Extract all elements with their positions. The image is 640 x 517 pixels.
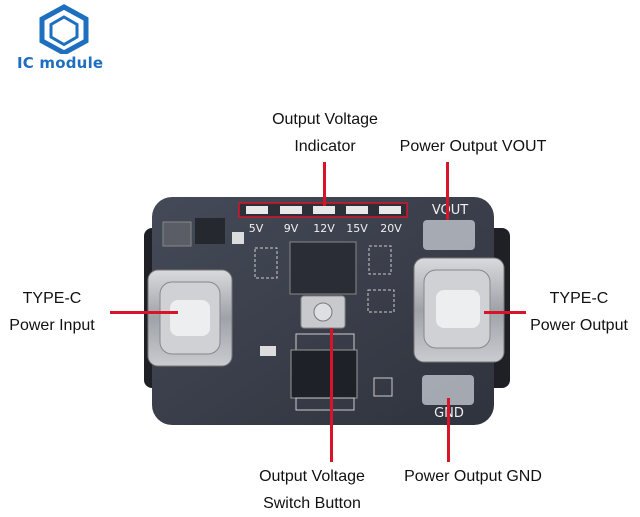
- led-label-15v: 15V: [346, 222, 368, 235]
- vout-silk-label: VOUT: [432, 203, 468, 218]
- callout-typec-output: TYPE-C Power Output: [520, 285, 638, 339]
- callout-line-2: Indicator: [294, 138, 356, 155]
- callout-line-1: Power Output GND: [404, 468, 542, 485]
- callout-line-2: Power Output: [530, 317, 628, 334]
- small-chip: [195, 218, 225, 244]
- smd-part-3: [373, 377, 393, 397]
- callout-typec-input: TYPE-C Power Input: [0, 285, 104, 339]
- inductor: [162, 221, 192, 247]
- led-label-20v: 20V: [380, 222, 402, 235]
- gnd-pad: [422, 375, 474, 405]
- callout-gnd: Power Output GND: [388, 463, 558, 490]
- brand-name: IC module: [17, 54, 104, 72]
- callout-line-2: Power Input: [9, 317, 95, 334]
- smd-group: [254, 247, 278, 279]
- smd-part: [232, 232, 244, 244]
- callout-line-vout: [446, 162, 449, 220]
- callout-line-1: TYPE-C: [22, 290, 82, 307]
- smd-part-2: [260, 346, 276, 356]
- led-label-9v: 9V: [284, 222, 299, 235]
- switch-button: [300, 295, 346, 329]
- smd-group-2: [368, 245, 392, 275]
- callout-line-button: [330, 328, 333, 462]
- callout-line-gnd: [447, 398, 450, 462]
- callout-line-1: TYPE-C: [549, 290, 609, 307]
- typec-output-connector: [413, 257, 505, 363]
- mosfet-chip: [290, 349, 358, 399]
- callout-line-output: [484, 311, 526, 314]
- led-label-12v: 12V: [313, 222, 335, 235]
- callout-line-input: [110, 311, 178, 314]
- callout-line-1: Output Voltage: [272, 111, 378, 128]
- chip-pins-bottom: [295, 397, 355, 411]
- controller-chip: [289, 241, 357, 295]
- vout-pad: [423, 220, 475, 250]
- callout-line-indicator: [323, 162, 326, 206]
- callout-line-2: Switch Button: [263, 495, 361, 512]
- callout-line-1: Power Output VOUT: [399, 138, 547, 155]
- callout-switch-button: Output Voltage Switch Button: [236, 463, 388, 517]
- typec-input-connector: [147, 269, 233, 367]
- led-label-5v: 5V: [249, 222, 264, 235]
- hexagon-logo-icon: [39, 4, 89, 54]
- callout-voltage-indicator: Output Voltage Indicator: [240, 106, 410, 160]
- smd-group-3: [367, 289, 395, 313]
- callout-line-1: Output Voltage: [259, 468, 365, 485]
- callout-vout: Power Output VOUT: [378, 133, 568, 160]
